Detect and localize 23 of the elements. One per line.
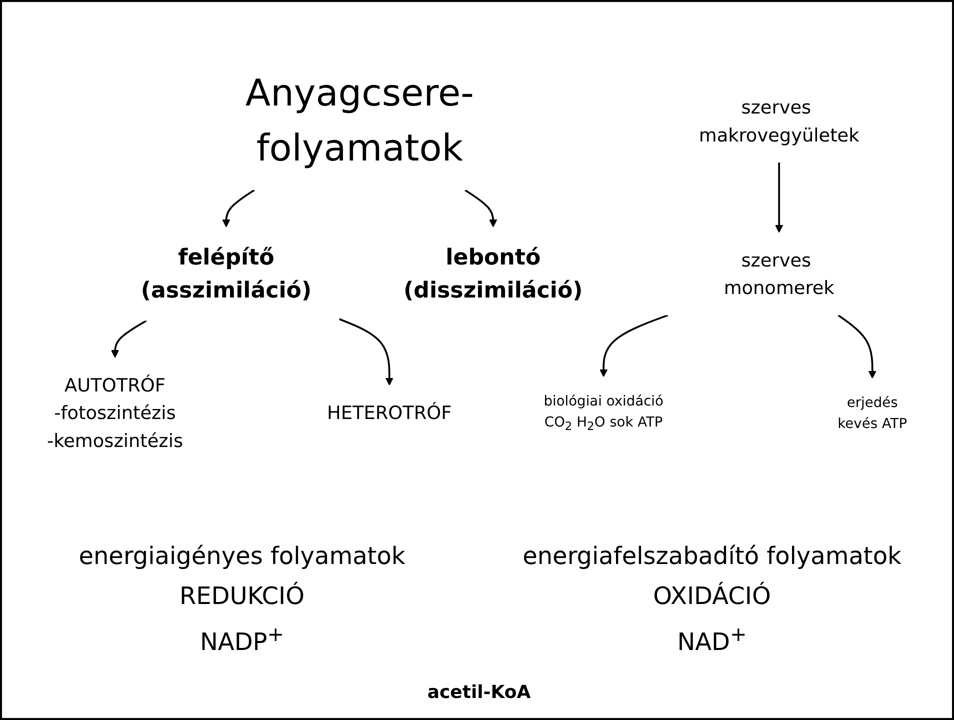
- node-text: felépítő (asszimiláció): [140, 244, 312, 304]
- note-text: NAD$^{+}$: [676, 622, 748, 656]
- arrow: [464, 189, 498, 228]
- arrow: [338, 318, 394, 386]
- node-text: AUTOTRÓF -fotoszintézis -kemoszintézis: [46, 374, 184, 452]
- note-text: NADP$^{+}$: [198, 622, 286, 656]
- node-text: biológiai oxidáció CO$_{2}$ H$_{2}$O sok ATP: [544, 392, 664, 432]
- node-text: szerves monomerek: [724, 248, 834, 299]
- node-text: Anyagcsere-folyamatok: [245, 72, 474, 170]
- note-text: energiaigényes folyamatok: [78, 542, 406, 570]
- node-text: HETEROTRÓF: [327, 402, 452, 424]
- arrow: [600, 314, 668, 378]
- note-text: energiafelszabadító folyamatok: [522, 542, 902, 570]
- note-text: OXIDÁCIÓ: [652, 582, 772, 610]
- arrow: [110, 320, 147, 358]
- footer-note: acetil-KoA: [426, 682, 532, 703]
- arrow: [222, 189, 255, 228]
- note-text: REDUKCIÓ: [178, 582, 306, 610]
- node-text: szerves makrovegyületek: [698, 96, 860, 146]
- node-text: erjedés kevés ATP: [838, 394, 908, 432]
- arrow: [838, 314, 876, 379]
- node-text: lebontó (disszimiláció): [404, 244, 583, 304]
- arrow: [775, 162, 784, 233]
